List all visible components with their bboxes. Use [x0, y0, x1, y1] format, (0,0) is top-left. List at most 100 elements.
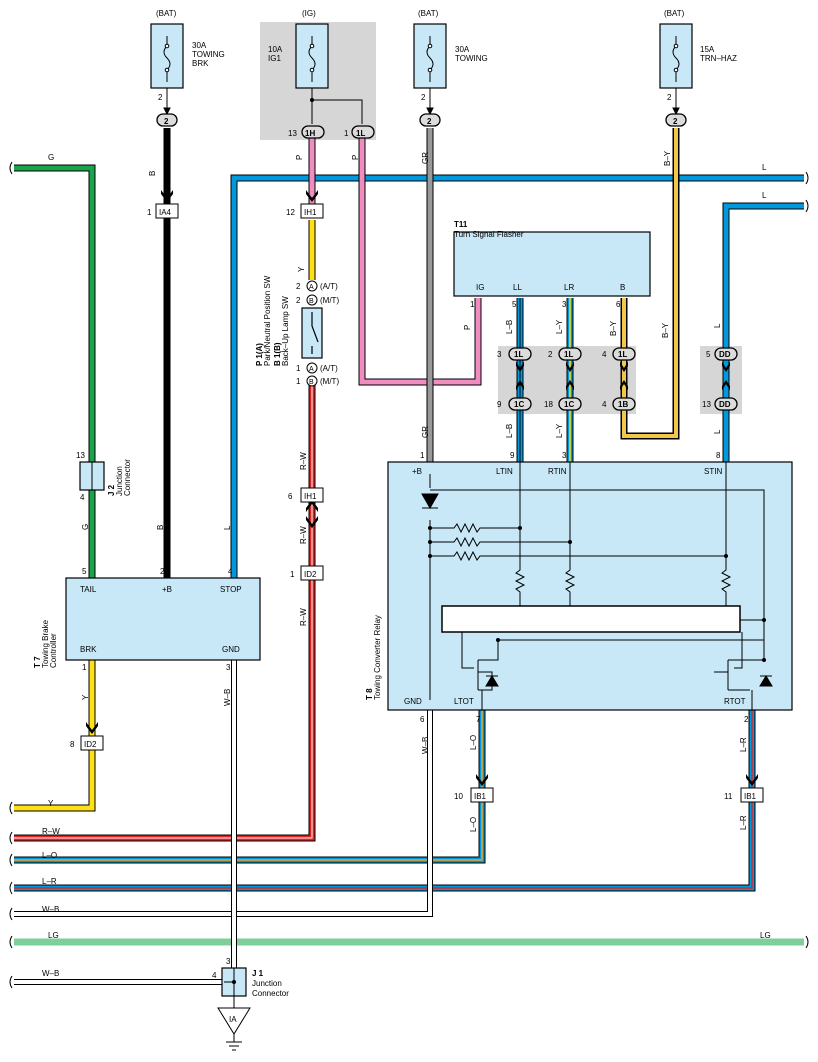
label-wlo2: L–O: [469, 817, 478, 832]
label-j18: 18: [544, 400, 553, 409]
label-ey: Y: [48, 799, 54, 808]
label-wl3: L: [713, 323, 722, 328]
label-t7p5: 5: [82, 567, 87, 576]
label-ewb: W–B: [42, 905, 59, 914]
label-f3a: 30A: [455, 45, 470, 54]
label-wb: B: [148, 171, 157, 176]
label-ewb2: W–B: [42, 969, 59, 978]
label-pig: IG: [476, 283, 484, 292]
label-b1: B 1(B): [273, 342, 282, 366]
wire-p-1l: [358, 138, 482, 386]
label-j4c: 1L: [618, 350, 627, 359]
label-f1b: TOWING: [192, 50, 225, 59]
label-t7: T 7: [33, 656, 42, 668]
label-o2a: 2: [164, 117, 169, 126]
label-f4b: TRN–HAZ: [700, 54, 737, 63]
label-swa1: 2: [296, 282, 301, 291]
label-cid2bn: 8: [70, 740, 75, 749]
label-n1a: 1: [344, 129, 349, 138]
label-o2c: 2: [673, 117, 678, 126]
label-wgr: GR: [421, 152, 430, 164]
label-swa2: 1: [296, 364, 301, 373]
label-n13: 13: [288, 129, 297, 138]
label-j1d2: Connector: [252, 989, 289, 998]
label-pb: B: [620, 283, 625, 292]
label-j2: 2: [548, 350, 553, 359]
wire-rw: [14, 384, 316, 842]
label-t7p1: 1: [82, 663, 87, 672]
label-t8b: +B: [412, 467, 422, 476]
label-t11: T11: [454, 220, 468, 229]
label-j1: J 1: [252, 969, 264, 978]
towing-brake-controller: [65, 577, 261, 661]
label-cih1bn: 6: [288, 492, 293, 501]
label-t7gnd: GND: [222, 645, 240, 654]
label-wby2: B–Y: [609, 320, 618, 336]
label-swb1t: (M/T): [320, 296, 339, 305]
label-bat1: (BAT): [156, 9, 177, 18]
label-t8p8: 8: [716, 451, 721, 460]
label-t8p3: 3: [562, 451, 567, 460]
label-t8ltot: LTOT: [454, 697, 474, 706]
label-wy2: Y: [81, 694, 90, 700]
label-f3b: TOWING: [455, 54, 488, 63]
wire-chevrons: [86, 190, 758, 786]
label-t7brk: BRK: [80, 645, 97, 654]
label-swa1c: A: [309, 284, 314, 291]
label-wrw3: R–W: [299, 608, 308, 626]
label-wlr2: L–R: [739, 815, 748, 830]
label-wl1: L: [762, 163, 767, 172]
label-t8st: STIN: [704, 467, 722, 476]
label-fp6: 6: [616, 300, 621, 309]
turn-signal-flasher: [453, 231, 651, 297]
label-j2d: Junction: [115, 466, 124, 496]
label-wlr1: L–R: [739, 737, 748, 752]
park-neutral-switch: [301, 280, 323, 387]
label-wl4: L: [713, 429, 722, 434]
label-t7d2: Controller: [49, 633, 58, 668]
label-wlb2: L–B: [505, 424, 514, 438]
label-t7stop: STOP: [220, 585, 242, 594]
wire-y-brk: [14, 660, 96, 812]
label-f2b: IG1: [268, 54, 281, 63]
label-t7p2: 2: [160, 567, 165, 576]
label-j13: 13: [702, 400, 711, 409]
ground-ia: [217, 996, 251, 1051]
label-swb1c: B: [309, 298, 314, 305]
label-wlb1: L–B: [505, 320, 514, 334]
oval-connectors: [156, 113, 738, 411]
label-wwb2: W–B: [421, 737, 430, 754]
label-j13c: DD: [719, 400, 731, 409]
wire-l-stop: [230, 174, 804, 578]
label-f1c: BRK: [192, 59, 209, 68]
label-j3: 3: [497, 350, 502, 359]
label-t8gnd: GND: [404, 697, 422, 706]
label-swb1: 2: [296, 296, 301, 305]
label-cih1n: 12: [286, 208, 295, 217]
towing-converter-relay: [387, 461, 793, 711]
label-t8p2: 2: [744, 715, 749, 724]
label-wrw2: R–W: [299, 526, 308, 544]
label-f2a: 10A: [268, 45, 283, 54]
label-cib1n: 10: [454, 792, 463, 801]
label-cid2b: ID2: [84, 740, 97, 749]
label-n2c: 2: [667, 93, 672, 102]
label-erw: R–W: [42, 827, 60, 836]
label-t7tail: TAIL: [80, 585, 97, 594]
label-wlo1: L–O: [469, 735, 478, 750]
label-t8d: Towing Converter Relay: [373, 615, 382, 700]
label-cih1: IH1: [304, 208, 317, 217]
fuse-trn-haz: [659, 23, 693, 89]
j2-junction-connector: [79, 461, 105, 491]
label-cia4n: 1: [147, 208, 152, 217]
label-j3c: 1L: [514, 350, 523, 359]
label-wb2: B: [156, 525, 165, 530]
label-wgr2: GR: [421, 426, 430, 438]
label-b1d: Back–Up Lamp SW: [281, 296, 290, 366]
label-wy1: Y: [297, 266, 306, 272]
wire-lo: [14, 710, 486, 864]
label-cib1bn: 11: [724, 792, 733, 801]
label-elg: LG: [48, 931, 59, 940]
label-fp5: 5: [512, 300, 517, 309]
